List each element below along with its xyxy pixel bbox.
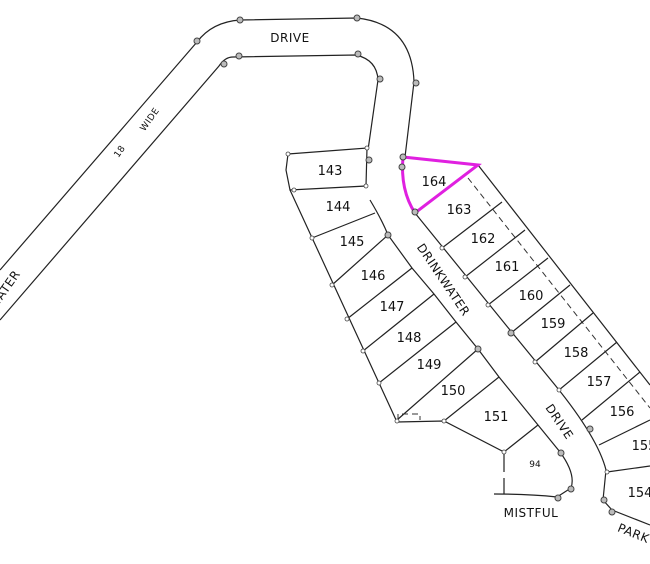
lot-number: 146 (361, 269, 386, 284)
lot-143-boundary (285, 147, 368, 191)
lot-number: 159 (541, 317, 566, 332)
right-block-setback-line (467, 177, 650, 409)
survey-markers (193, 14, 616, 516)
road-width-value: 18 (113, 144, 128, 160)
mistful-road-edge (493, 478, 558, 498)
lot-number: 145 (340, 235, 365, 250)
street-label-mistful: MISTFUL (504, 506, 559, 520)
lot-number: 163 (447, 203, 472, 218)
lot-number: 161 (495, 260, 520, 275)
lot-number-highlighted: 164 (422, 175, 447, 190)
road-width-word: WIDE (139, 106, 162, 133)
lot-number: 148 (397, 331, 422, 346)
lot-number: 149 (417, 358, 442, 373)
lot-dividers-left (311, 212, 539, 453)
lot-number: 147 (380, 300, 405, 315)
lot-number: 162 (471, 232, 496, 247)
easement-marker (397, 413, 421, 420)
right-block-rear-boundary (477, 164, 650, 386)
lot-number: 154 (628, 486, 650, 501)
lot-dividers-right (441, 201, 650, 473)
street-label-water: WATER (0, 268, 23, 312)
lot-number: 155 (632, 439, 650, 454)
road-outer-edge (0, 17, 415, 271)
lot-number: 156 (610, 405, 635, 420)
road-inner-edge (0, 54, 379, 321)
lot-number: 158 (564, 346, 589, 361)
street-label-drive-top: DRIVE (270, 31, 309, 45)
lot-number: 157 (587, 375, 612, 390)
lot-number: 160 (519, 289, 544, 304)
lot-number: 94 (529, 460, 541, 470)
lot-number: 143 (318, 164, 343, 179)
lot-number: 150 (441, 384, 466, 399)
street-label-drinkwater: DRINKWATER (414, 241, 473, 319)
lot-number: 151 (484, 410, 509, 425)
street-label-park: PARK (616, 521, 650, 547)
lot-number: 144 (326, 200, 351, 215)
